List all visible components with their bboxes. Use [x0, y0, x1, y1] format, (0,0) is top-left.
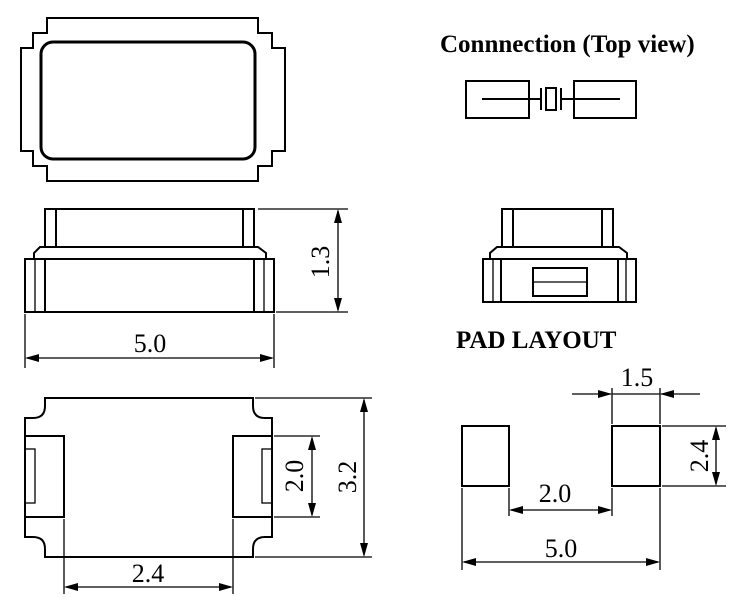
bottom-view-outline [24, 397, 273, 558]
dim-pad-width: 1.5 [572, 363, 700, 424]
dim-pad-gap-label: 2.0 [539, 479, 572, 508]
dim-side-height: 1.3 [258, 208, 348, 313]
top-view-outline [20, 17, 286, 182]
pad-layout [461, 425, 661, 487]
bottom-pad-right [232, 435, 273, 518]
dim-bottom-pad-height: 2.0 [274, 435, 320, 518]
dim-bottom-pad-spacing: 2.4 [63, 519, 234, 594]
pad-layout-title: PAD LAYOUT [456, 327, 617, 354]
front-view [482, 208, 637, 303]
dim-bottom-pad-spacing-label: 2.4 [132, 559, 165, 588]
dim-bottom-height: 3.2 [255, 397, 372, 558]
pad-right [611, 425, 661, 487]
dim-pad-gap: 2.0 [508, 479, 613, 516]
top-view-lid [39, 40, 257, 161]
connection-symbol [465, 80, 637, 119]
dim-bottom-height-label: 3.2 [333, 461, 362, 494]
top-view [20, 17, 286, 182]
dim-bottom-pad-height-label: 2.0 [280, 460, 309, 493]
connection-title: Connnection (Top view) [440, 31, 695, 58]
dim-side-width: 5.0 [24, 314, 275, 368]
bottom-view [24, 397, 273, 558]
dim-pad-total: 5.0 [461, 488, 661, 570]
pad-left [461, 425, 510, 487]
dim-pad-total-label: 5.0 [545, 534, 578, 563]
dim-pad-height-label: 2.4 [685, 440, 714, 473]
dim-pad-height: 2.4 [662, 425, 726, 487]
dim-side-width-label: 5.0 [134, 329, 167, 358]
dim-side-height-label: 1.3 [306, 246, 335, 279]
bottom-pad-left [24, 435, 65, 518]
dim-pad-width-label: 1.5 [621, 363, 654, 392]
side-view [24, 208, 275, 313]
